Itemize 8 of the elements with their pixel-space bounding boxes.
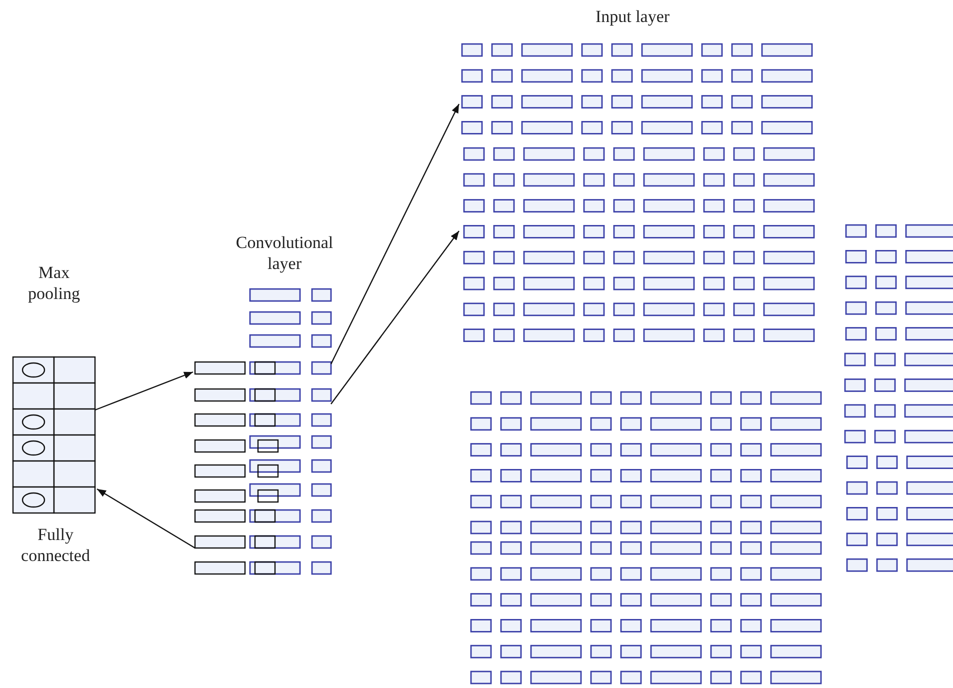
arrow <box>94 371 194 411</box>
layer-title: Convolutional layer <box>234 232 334 274</box>
arrow <box>330 230 460 404</box>
arrow <box>330 104 460 364</box>
layer-title: Input layer <box>594 6 671 27</box>
layer-caption: Fully connected <box>20 524 91 566</box>
arrow <box>96 488 196 549</box>
layer-title: Max pooling <box>27 262 81 304</box>
